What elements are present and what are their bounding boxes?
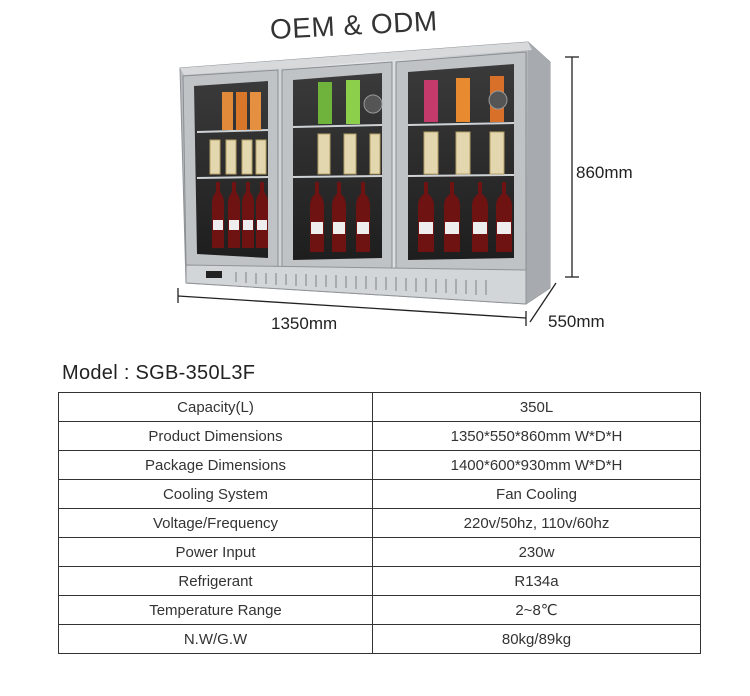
spec-value: 1400*600*930mm W*D*H bbox=[372, 450, 701, 480]
spec-label: Temperature Range bbox=[58, 595, 373, 625]
spec-label: Cooling System bbox=[58, 479, 373, 509]
spec-label: Refrigerant bbox=[58, 566, 373, 596]
spec-label: Power Input bbox=[58, 537, 373, 567]
spec-value: 2~8℃ bbox=[372, 595, 701, 625]
width-label: 1350mm bbox=[271, 314, 338, 333]
spec-value: 230w bbox=[372, 537, 701, 567]
vent-grille bbox=[235, 272, 487, 295]
bottles bbox=[212, 182, 512, 252]
spec-value: 1350*550*860mm W*D*H bbox=[372, 421, 701, 451]
spec-label: N.W/G.W bbox=[58, 624, 373, 654]
height-label: 860mm bbox=[576, 163, 633, 182]
table-row: Capacity(L)350L bbox=[58, 392, 701, 422]
spec-value: R134a bbox=[372, 566, 701, 596]
spec-label: Voltage/Frequency bbox=[58, 508, 373, 538]
spec-value: 220v/50hz, 110v/60hz bbox=[372, 508, 701, 538]
control-panel bbox=[206, 271, 222, 278]
model-title: Model : SGB-350L3F bbox=[62, 362, 256, 384]
fridge-image bbox=[177, 41, 579, 326]
spec-value: 350L bbox=[372, 392, 701, 422]
spec-label: Product Dimensions bbox=[58, 421, 373, 451]
cans-top bbox=[222, 76, 504, 130]
spec-label: Capacity(L) bbox=[58, 392, 373, 422]
spec-value: Fan Cooling bbox=[372, 479, 701, 509]
spec-value: 80kg/89kg bbox=[372, 624, 701, 654]
dimension-lines bbox=[177, 56, 579, 326]
spec-label: Package Dimensions bbox=[58, 450, 373, 480]
cans-middle bbox=[209, 131, 505, 175]
depth-label: 550mm bbox=[548, 312, 605, 331]
